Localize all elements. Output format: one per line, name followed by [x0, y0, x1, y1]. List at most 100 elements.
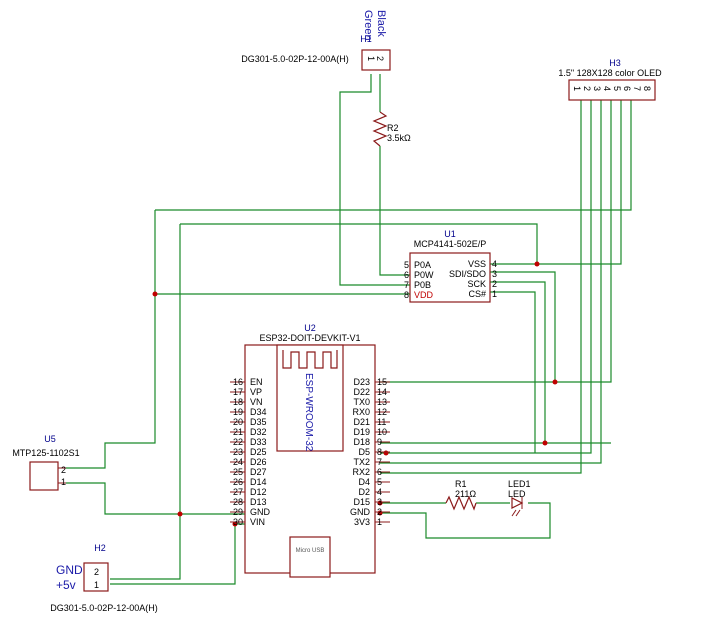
u5-pin1: 1 [61, 477, 66, 487]
h2-5v-label: +5v [56, 578, 76, 592]
h3-pin-number: 2 [582, 86, 592, 91]
u2-pin-name: D19 [353, 427, 370, 437]
h3-pin-number: 1 [572, 86, 582, 91]
u2-pin-name: D5 [358, 447, 370, 457]
u1-ref: U1 [444, 229, 456, 239]
h3-pin-number: 4 [602, 86, 612, 91]
u2-pin-name: TX2 [353, 457, 370, 467]
u2-pin-name: D14 [250, 477, 267, 487]
u2-value: ESP32-DOIT-DEVKIT-V1 [259, 333, 360, 343]
junction-dot [177, 511, 183, 517]
u1-pin-name: VSS [468, 259, 486, 269]
led1-value: LED [508, 489, 526, 499]
u1-pin-number: 8 [404, 290, 409, 300]
u2-pin-name: RX2 [352, 467, 370, 477]
u2-module-label: ESP-WROOM-32 [303, 373, 314, 452]
u2-pin-name: D12 [250, 487, 267, 497]
h1-wire-green: Green [362, 10, 374, 41]
h3-pin-number: 3 [592, 86, 602, 91]
junction-dot [542, 440, 548, 446]
u2-pin-number: 5 [377, 477, 382, 487]
u2-pin-name: D18 [353, 437, 370, 447]
u5-pin2: 2 [61, 465, 66, 475]
u2-pin-number: 28 [233, 497, 243, 507]
u2-pin-number: 17 [233, 387, 243, 397]
h2-body [83, 562, 109, 592]
junction-dot [534, 261, 540, 267]
u2-pin-number: 23 [233, 447, 243, 457]
u2-pin-name: TX0 [353, 397, 370, 407]
u1-pin-number: 3 [492, 269, 497, 279]
connector-h1: H1 DG301-5.0-02P-12-00A(H) Black Green 1… [241, 10, 391, 71]
h2-gnd-label: GND [56, 563, 83, 577]
u2-pin-number: 4 [377, 487, 382, 497]
h1-wire-black: Black [375, 10, 387, 37]
junction-dot [552, 379, 558, 385]
u2-pin-name: D13 [250, 497, 267, 507]
u2-pin-name: D27 [250, 467, 267, 477]
u2-pin-name: 3V3 [354, 517, 370, 527]
ic-u2: U2 ESP32-DOIT-DEVKIT-V1 ESP-WROOM-32 Mic… [230, 323, 390, 578]
u2-pin-number: 19 [233, 407, 243, 417]
u2-pin-name: D22 [353, 387, 370, 397]
u2-pin-number: 2 [377, 507, 382, 517]
h3-value: 1.5" 128X128 color OLED [558, 68, 662, 78]
h1-pin1: 1 [366, 56, 376, 61]
u2-pin-number: 3 [377, 497, 382, 507]
u2-pin-number: 12 [377, 407, 387, 417]
u2-pin-number: 1 [377, 517, 382, 527]
u2-pin-number: 7 [377, 457, 382, 467]
u5-body [29, 461, 59, 491]
h3-pin-number: 8 [642, 86, 652, 91]
u1-pin-number: 7 [404, 280, 409, 290]
u2-pin-name: GND [350, 507, 371, 517]
u2-pin-number: 15 [377, 377, 387, 387]
u2-pin-name: D26 [250, 457, 267, 467]
u2-pin-number: 8 [377, 447, 382, 457]
u1-value: MCP4141-502E/P [414, 239, 487, 249]
h3-ref: H3 [609, 58, 621, 68]
connector-h2: H2 GND +5v 2 1 DG301-5.0-02P-12-00A(H) [50, 543, 158, 613]
junction-dot [152, 291, 158, 297]
h2-pin1: 1 [94, 580, 99, 590]
u2-pin-number: 16 [233, 377, 243, 387]
u2-pin-number: 20 [233, 417, 243, 427]
junction-dot [383, 450, 389, 456]
u1-body [409, 252, 491, 303]
u5-ref: U5 [44, 434, 56, 444]
u2-module [276, 344, 344, 452]
h3-pin-number: 7 [632, 86, 642, 91]
wires [66, 74, 632, 585]
h1-value: DG301-5.0-02P-12-00A(H) [241, 54, 349, 64]
u2-pin-name: D2 [358, 487, 370, 497]
u1-pin-name: SCK [467, 279, 486, 289]
u2-pin-number: 18 [233, 397, 243, 407]
u2-pin-name: D35 [250, 417, 267, 427]
u2-usb-port [289, 536, 331, 578]
connector-u5: U5 MTP125-1102S1 2 1 [12, 434, 80, 491]
u2-pin-name: D34 [250, 407, 267, 417]
u1-pin-name: SDI/SDO [449, 269, 486, 279]
r2-ref: R2 [387, 123, 399, 133]
h3-pin-number: 6 [622, 86, 632, 91]
u1-pin-name: P0W [414, 270, 434, 280]
u2-pin-name: VIN [250, 517, 265, 527]
u2-pin-number: 14 [377, 387, 387, 397]
u2-pin-number: 21 [233, 427, 243, 437]
resistor-r1: R1 211Ω [445, 479, 477, 511]
u2-pin-name: D32 [250, 427, 267, 437]
u1-pin-number: 6 [404, 270, 409, 280]
u1-pin-name: P0A [414, 260, 431, 270]
h2-value: DG301-5.0-02P-12-00A(H) [50, 603, 158, 613]
u2-pin-name: D33 [250, 437, 267, 447]
h3-pin-number: 5 [612, 86, 622, 91]
u2-pin-number: 24 [233, 457, 243, 467]
r2-value: 3.5kΩ [387, 133, 411, 143]
u5-value: MTP125-1102S1 [12, 448, 79, 458]
u2-pin-number: 26 [233, 477, 243, 487]
u2-pin-name: VN [250, 397, 263, 407]
u2-pin-name: D23 [353, 377, 370, 387]
